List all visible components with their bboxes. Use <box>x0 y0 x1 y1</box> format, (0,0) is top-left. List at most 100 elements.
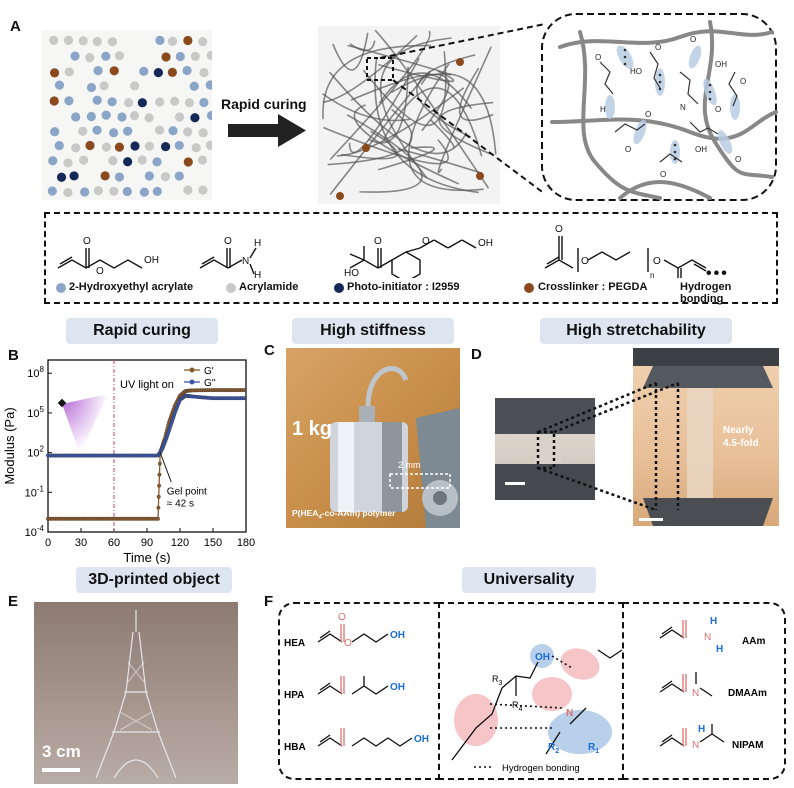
y-tick-label: 10-1 <box>25 484 45 499</box>
atom-label: H <box>254 238 261 249</box>
legend-label-1: G'' <box>204 378 216 389</box>
oh-label: OH <box>390 682 405 693</box>
acrylamide-box <box>622 602 786 780</box>
polymer-chain <box>374 29 490 189</box>
polymer-chain <box>408 63 484 192</box>
hea-sphere-icon <box>56 283 66 293</box>
monomer-sphere <box>167 67 177 77</box>
eiffel-tower-photo: 3 cm <box>34 602 238 784</box>
section-title-high-stretchability: High stretchability <box>540 318 732 344</box>
monomer-sphere <box>63 187 73 198</box>
svg-text:O: O <box>740 77 746 86</box>
right-arrow-icon <box>228 114 306 147</box>
rapid-curing-arrow-label: Rapid curing <box>221 96 307 112</box>
legend-aam: Acrylamide <box>239 281 299 293</box>
polymer-network-illustration <box>318 26 500 204</box>
monomer-sphere <box>160 141 171 152</box>
crosslinker-sphere <box>362 144 370 152</box>
r3-label: R3 <box>492 674 503 687</box>
svg-text:OH: OH <box>715 60 727 69</box>
series-point-0 <box>156 516 160 521</box>
weight-label: 1 kg <box>292 418 333 440</box>
monomer-sphere <box>137 98 147 108</box>
monomer-sphere <box>139 66 149 76</box>
legend-row: 2-Hydroxyethyl acrylate Acrylamide Photo… <box>52 265 776 305</box>
monomer-sphere <box>70 51 80 61</box>
chemical-structures: O O OH O N H H HO O O OH O O O n <box>57 224 707 278</box>
monomer-sphere <box>161 52 171 62</box>
initiator-sphere-icon <box>334 283 344 293</box>
monomer-sphere <box>63 158 73 168</box>
monomer-sphere <box>107 97 117 107</box>
monomer-sphere <box>167 36 178 46</box>
monomer-sphere <box>122 186 132 197</box>
section-title-universality: Universality <box>462 567 596 593</box>
uv-lamp-icon <box>57 398 67 408</box>
x-tick-label: 0 <box>45 537 51 549</box>
monomer-sphere <box>160 171 171 182</box>
monomer-sphere <box>155 97 165 107</box>
n-label: N <box>704 632 711 643</box>
oh-label: OH <box>414 734 429 745</box>
monomer-sphere <box>93 186 103 196</box>
x-tick-label: 30 <box>75 537 87 549</box>
svg-text:O: O <box>690 35 696 44</box>
atom-label: HO <box>344 268 359 278</box>
monomer-sphere <box>183 35 193 46</box>
monomer-sphere <box>101 51 111 61</box>
atom-label: O <box>555 224 563 235</box>
crosslinker-sphere <box>476 172 484 180</box>
uv-light-glow <box>62 394 108 454</box>
panel-label-c: C <box>264 342 275 359</box>
monomer-sphere <box>197 155 208 165</box>
monomer-sphere <box>63 35 74 45</box>
hbond-dots-icon: ••• <box>706 265 729 282</box>
monomer-sphere <box>108 156 118 166</box>
monomer-sphere <box>48 156 58 166</box>
legend-crosslinker: Crosslinker : PEGDA <box>538 281 648 293</box>
svg-text:N: N <box>680 103 686 112</box>
x-axis-label: Time (s) <box>123 550 170 564</box>
monomer-sphere <box>64 96 74 106</box>
monomer-sphere <box>170 96 180 106</box>
legend-initiator: Photo-initiator : I2959 <box>347 281 460 293</box>
gel-point-label: Gel point <box>167 486 207 497</box>
series-point-1 <box>242 396 247 401</box>
svg-text:O: O <box>655 43 661 52</box>
polymer-chain <box>377 146 435 171</box>
monomer-sphere <box>49 68 60 78</box>
legend-hea: 2-Hydroxyethyl acrylate <box>69 281 194 293</box>
monomer-sphere <box>109 186 119 196</box>
monomer-sphere <box>190 113 200 123</box>
h-label: H <box>698 724 705 735</box>
n-label: N <box>692 740 699 751</box>
monomer-sphere <box>107 37 118 47</box>
monomer-sphere <box>54 80 65 90</box>
atom-label: O <box>581 256 589 267</box>
y-tick-label: 10-4 <box>25 524 45 539</box>
atom-label: O <box>224 236 232 247</box>
polymer-chain <box>353 104 460 185</box>
hba-label: HBA <box>284 742 306 753</box>
atom-label: OH <box>144 255 159 266</box>
stretch-guide-lines <box>536 381 680 512</box>
monomer-sphere <box>183 185 193 195</box>
section-title-high-stiffness: High stiffness <box>292 318 454 344</box>
legend-hbond: Hydrogen bonding <box>680 281 732 305</box>
monomer-sphere <box>189 81 199 91</box>
weight-hanging-photo: 1 kg 2 mm P(HEA4-co-AAm) polymer <box>286 348 460 528</box>
monomer-sphere <box>50 127 60 137</box>
crosslinker-sphere <box>456 58 464 66</box>
legend-label-0: G' <box>204 366 214 377</box>
monomer-sphere <box>49 35 59 45</box>
atom-label: OH <box>478 238 493 249</box>
polymer-label: P(HEA4-co-AAm) polymer <box>292 508 396 521</box>
series-point-0 <box>156 505 161 510</box>
y-tick-label: 105 <box>27 405 44 420</box>
monomer-sphere <box>174 140 184 151</box>
monomer-sphere <box>199 68 209 78</box>
monomer-sphere <box>154 125 165 135</box>
monomer-sphere <box>130 141 140 151</box>
